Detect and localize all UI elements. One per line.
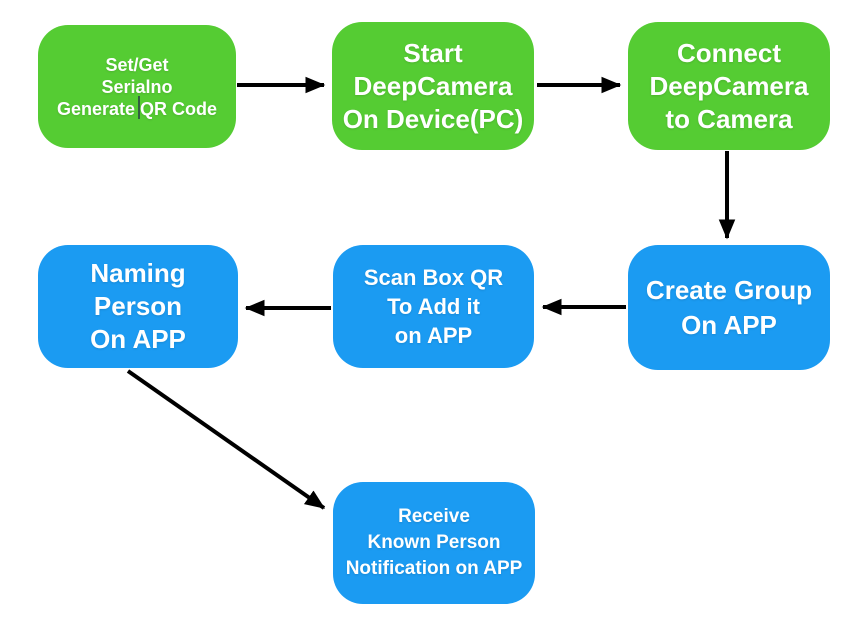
node-text-line: to Camera xyxy=(665,103,793,134)
node-create-group: Create Group On APP xyxy=(628,245,830,370)
node-text-line: On APP xyxy=(681,309,777,340)
node-text-line: To Add it xyxy=(387,294,480,319)
node-text-line: Scan Box QR xyxy=(363,265,504,290)
node-text-line: Generate QR Code xyxy=(56,98,218,119)
text-cursor xyxy=(138,96,140,119)
arrow-naming-person-to-receive-notification xyxy=(126,369,326,510)
node-connect-deepcamera: Connect DeepCamera to Camera xyxy=(628,22,830,150)
node-text-line: Naming xyxy=(90,258,186,288)
node-text-line: Create Group xyxy=(645,274,813,305)
node-text-line: Receive xyxy=(398,506,470,527)
node-text-line: DeepCamera xyxy=(353,70,513,101)
node-text-line: Connect xyxy=(677,37,781,68)
node-text-line: Known Person xyxy=(367,532,501,553)
node-start-deepcamera: Start DeepCamera On Device(PC) xyxy=(332,22,534,150)
node-set-get-serialno: Set/Get Serialno Generate QR Code xyxy=(38,25,236,148)
node-scan-box-qr: Scan Box QR To Add it on APP xyxy=(333,245,534,368)
node-text-line: On APP xyxy=(90,324,186,354)
node-text-line: Start xyxy=(403,37,463,68)
node-text-line: Serialno xyxy=(101,76,173,97)
node-receive-notification: Receive Known Person Notification on APP xyxy=(333,482,535,604)
node-text-line: Set/Get xyxy=(105,54,169,75)
node-text-line: Person xyxy=(93,291,183,321)
node-text-line: DeepCamera xyxy=(649,70,809,101)
node-text-line: Notification on APP xyxy=(345,558,523,579)
node-text-line: on APP xyxy=(394,323,473,348)
node-text-line: On Device(PC) xyxy=(342,103,524,134)
node-naming-person: Naming Person On APP xyxy=(38,245,238,368)
